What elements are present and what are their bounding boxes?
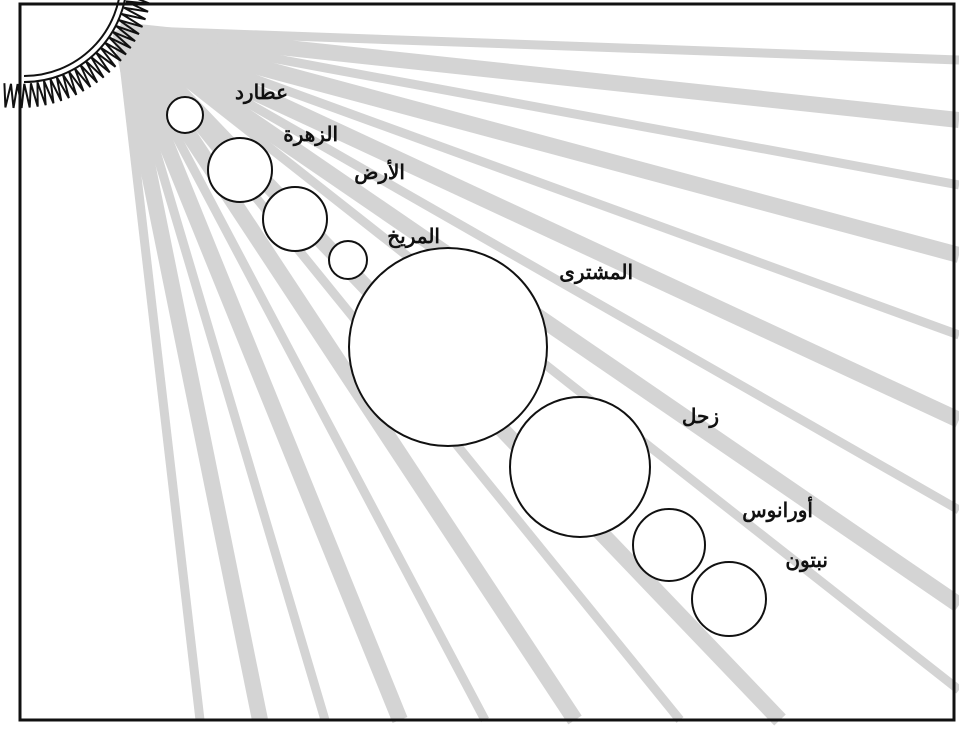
planet-mercury	[167, 97, 203, 133]
planet-saturn	[510, 397, 650, 537]
label-uranus: أورانوس	[742, 496, 813, 523]
label-saturn: زحل	[682, 404, 719, 429]
planet-earth	[263, 187, 327, 251]
label-venus: الزهرة	[283, 122, 338, 147]
sun-outline-inner	[24, 0, 121, 76]
label-mercury: عطارد	[235, 80, 288, 105]
planet-neptune	[692, 562, 766, 636]
planet-venus	[208, 138, 272, 202]
label-neptune: نبتون	[785, 548, 828, 573]
label-earth: الأرض	[354, 159, 405, 185]
planet-uranus	[633, 509, 705, 581]
planet-mars	[329, 241, 367, 279]
label-jupiter: المشترى	[559, 260, 633, 285]
planet-jupiter	[349, 248, 547, 446]
label-mars: المريخ	[387, 224, 440, 249]
